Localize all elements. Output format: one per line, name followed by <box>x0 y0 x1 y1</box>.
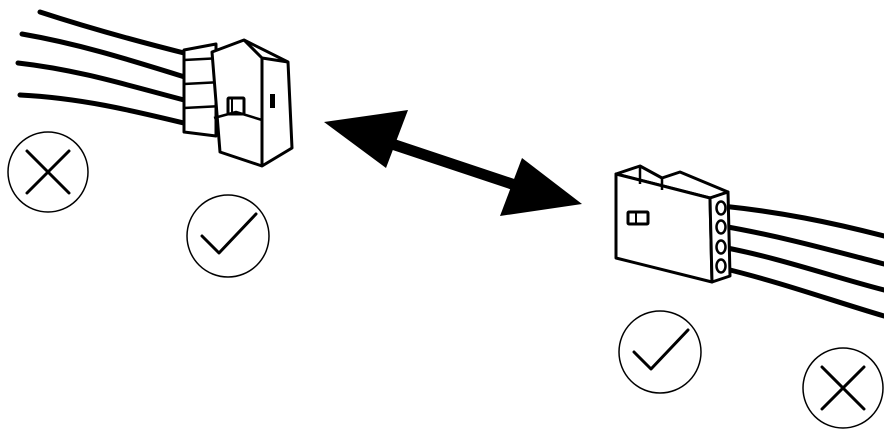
double-headed-arrow <box>324 110 582 216</box>
right-socket-body <box>614 164 732 284</box>
arrow-head-left <box>324 110 408 168</box>
right-wire-3 <box>719 244 884 293</box>
socket-pins <box>715 200 727 274</box>
right-connector <box>614 164 884 319</box>
cross-icon <box>7 131 89 213</box>
left-wire-2 <box>19 31 191 81</box>
left-connector <box>15 9 294 168</box>
left-wire-4 <box>17 92 191 127</box>
right-wire-4 <box>719 265 884 319</box>
checkmark-icon <box>618 310 702 394</box>
right-wire-2 <box>719 223 884 267</box>
right-wires <box>719 203 884 319</box>
checkmark-icon <box>186 194 270 278</box>
left-wire-3 <box>15 60 191 104</box>
right-wire-1 <box>719 203 884 239</box>
left-plug-body <box>182 38 294 168</box>
cross-icon <box>802 347 884 429</box>
left-wires <box>15 9 191 127</box>
left-wire-1 <box>37 9 191 57</box>
socket-pin-1 <box>715 200 727 216</box>
arrow-head-right <box>500 158 582 216</box>
socket-pin-4 <box>715 258 727 274</box>
socket-pin-2 <box>715 219 727 235</box>
socket-pin-3 <box>715 239 727 255</box>
